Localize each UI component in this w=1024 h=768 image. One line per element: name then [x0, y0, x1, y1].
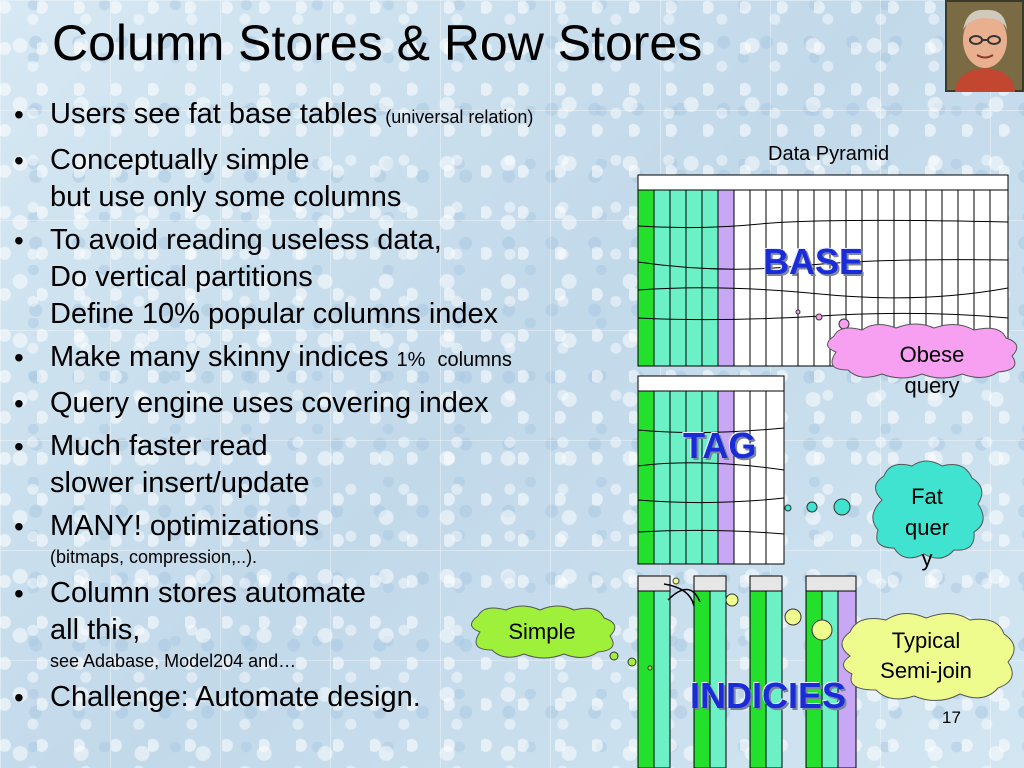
- slide-number: 17: [942, 708, 961, 727]
- indices-columns: [637, 575, 857, 768]
- bullet-subtext: (bitmaps, compression,..).: [50, 547, 258, 567]
- bullet-text: columns: [437, 349, 512, 371]
- bullet-text: slower insert/update: [50, 467, 310, 499]
- bullet-text: Challenge: Automate design.: [50, 681, 421, 713]
- bullet-item: Query engine uses covering index: [10, 385, 635, 422]
- presenter-photo: [945, 0, 1024, 92]
- obese-query-cloud: [818, 322, 1024, 380]
- bullet-item: Column stores automate all this, see Ada…: [10, 575, 635, 673]
- bullet-note: (universal relation): [385, 107, 534, 127]
- base-label: BASE: [763, 241, 864, 282]
- bullet-text: Column stores automate: [50, 577, 366, 609]
- bullet-text: all this,: [50, 614, 141, 646]
- tag-label: TAG: [683, 425, 757, 466]
- bullet-text: Define 10% popular columns index: [50, 298, 499, 330]
- bullet-item: Users see fat base tables (universal rel…: [10, 96, 635, 136]
- tag-table: [637, 375, 785, 565]
- semi-join-cloud: Typical Semi-join: [834, 610, 1018, 702]
- bullet-text: Users see fat base tables: [50, 98, 378, 130]
- bullet-text: Much faster read: [50, 430, 268, 462]
- bullet-text: Conceptually simple: [50, 144, 310, 176]
- slide-title: Column Stores & Row Stores: [52, 15, 703, 71]
- bullet-item: Challenge: Automate design.: [10, 679, 635, 716]
- obese-query-text: Obese query: [899, 342, 965, 398]
- bullet-text: Make many skinny indices: [50, 341, 389, 373]
- indices-label: INDICIES: [690, 675, 847, 716]
- bullet-item: To avoid reading useless data, Do vertic…: [10, 222, 635, 333]
- bullet-text: MANY! optimizations: [50, 510, 320, 542]
- bullet-item: Conceptually simple but use only some co…: [10, 142, 635, 216]
- bullet-list: Users see fat base tables (universal rel…: [10, 96, 635, 722]
- bullet-text: Do vertical partitions: [50, 261, 313, 293]
- bullet-item: Make many skinny indices 1% columns: [10, 339, 635, 379]
- bullet-text: Query engine uses covering index: [50, 387, 489, 419]
- bullet-item: MANY! optimizations (bitmaps, compressio…: [10, 508, 635, 569]
- bullet-text: but use only some columns: [50, 181, 402, 213]
- bullet-item: Much faster read slower insert/update: [10, 428, 635, 502]
- fat-query-cloud: Fat quer y: [868, 460, 986, 571]
- data-pyramid-caption: Data Pyramid: [768, 143, 890, 165]
- bullet-subtext: see Adabase, Model204 and…: [50, 651, 297, 671]
- bullet-percent: 1%: [396, 349, 426, 371]
- simple-cloud: Simple: [464, 604, 620, 660]
- bullet-text: To avoid reading useless data,: [50, 224, 442, 256]
